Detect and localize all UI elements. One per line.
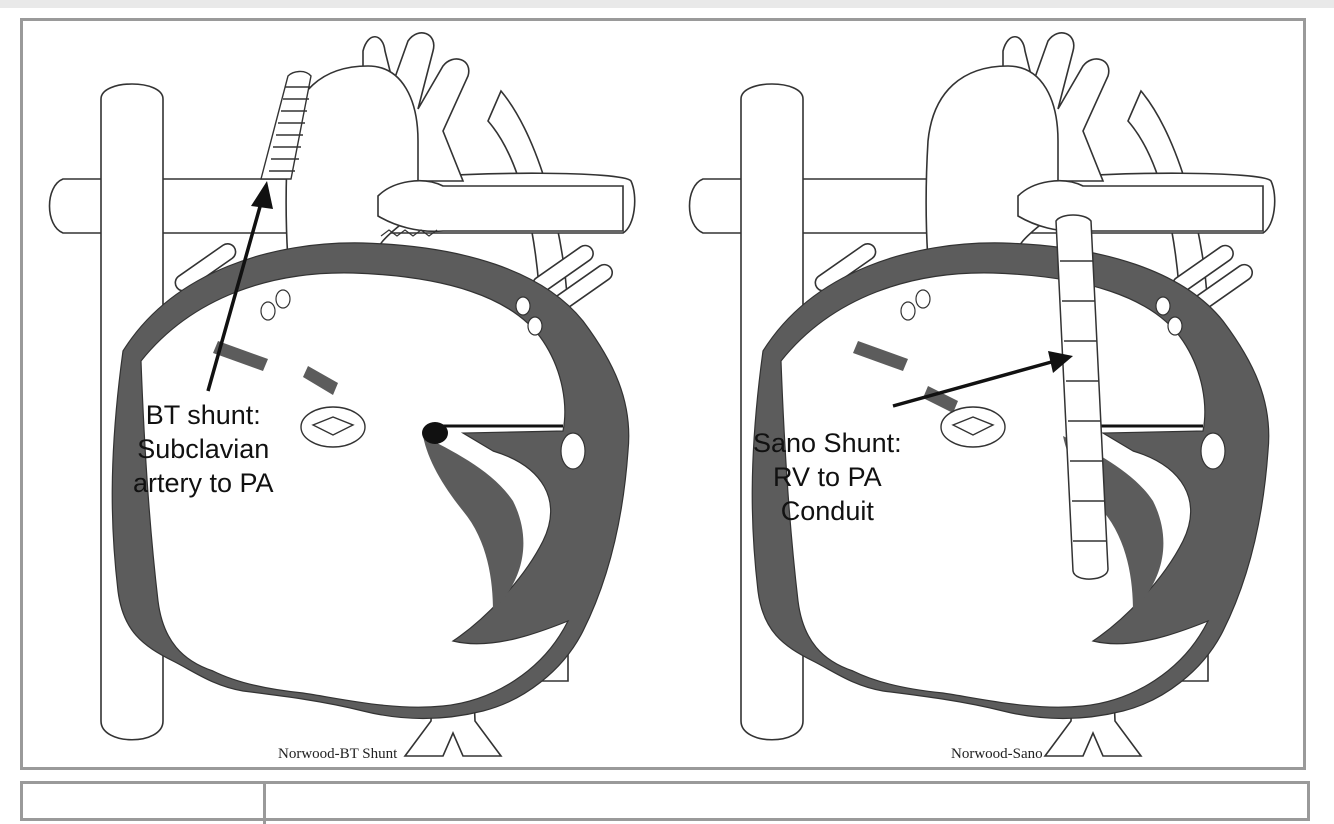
bottom-table-header — [20, 781, 1310, 824]
sano-shunt-callout: Sano Shunt: RV to PA Conduit — [753, 426, 902, 528]
atrial-septum — [213, 341, 268, 371]
heart-cavity — [140, 272, 570, 708]
atrial-septum-2 — [303, 366, 338, 395]
pa-confluence — [377, 180, 624, 233]
heart-diagram-bt — [48, 32, 636, 757]
pulmonary-vein-ostia — [260, 289, 543, 336]
panel-norwood-bt: BT shunt: Subclavian artery to PA Norwoo… — [23, 21, 663, 767]
neo-aortic-valve — [300, 406, 366, 448]
bt-shunt-graft — [260, 70, 312, 180]
sano-conduit — [1055, 214, 1109, 580]
callout-line-2: RV to PA — [773, 462, 882, 492]
table-column-divider — [263, 784, 266, 824]
atrial-septum — [853, 341, 908, 371]
pulmonary-vein-ostia — [900, 289, 1183, 336]
callout-line-2: Subclavian — [137, 434, 270, 464]
ventricular-septum — [423, 436, 524, 611]
heart-cavity — [780, 272, 1210, 708]
top-rule — [0, 0, 1334, 8]
suture-line — [380, 229, 438, 237]
lv-opening — [560, 432, 586, 470]
bt-shunt-callout: BT shunt: Subclavian artery to PA — [133, 398, 274, 500]
callout-line-1: BT shunt: — [145, 400, 261, 430]
callout-line-1: Sano Shunt: — [753, 428, 902, 458]
neo-aortic-valve — [940, 406, 1006, 448]
panel-caption-sano: Norwood-Sano — [951, 746, 1043, 762]
atrial-septum-2 — [923, 386, 958, 413]
callout-line-3: artery to PA — [133, 468, 274, 498]
bt-shunt-arrow — [206, 181, 273, 392]
panel-caption-bt: Norwood-BT Shunt — [278, 746, 398, 762]
callout-line-3: Conduit — [780, 496, 874, 526]
lv-opening — [1200, 432, 1226, 470]
pa-confluence — [1017, 180, 1264, 233]
sano-conduit-arrow — [892, 351, 1073, 408]
panel-norwood-sano: Sano Shunt: RV to PA Conduit Norwood-San… — [663, 21, 1303, 767]
heart-diagram-sano — [688, 32, 1276, 757]
figure-frame: BT shunt: Subclavian artery to PA Norwoo… — [20, 18, 1306, 770]
